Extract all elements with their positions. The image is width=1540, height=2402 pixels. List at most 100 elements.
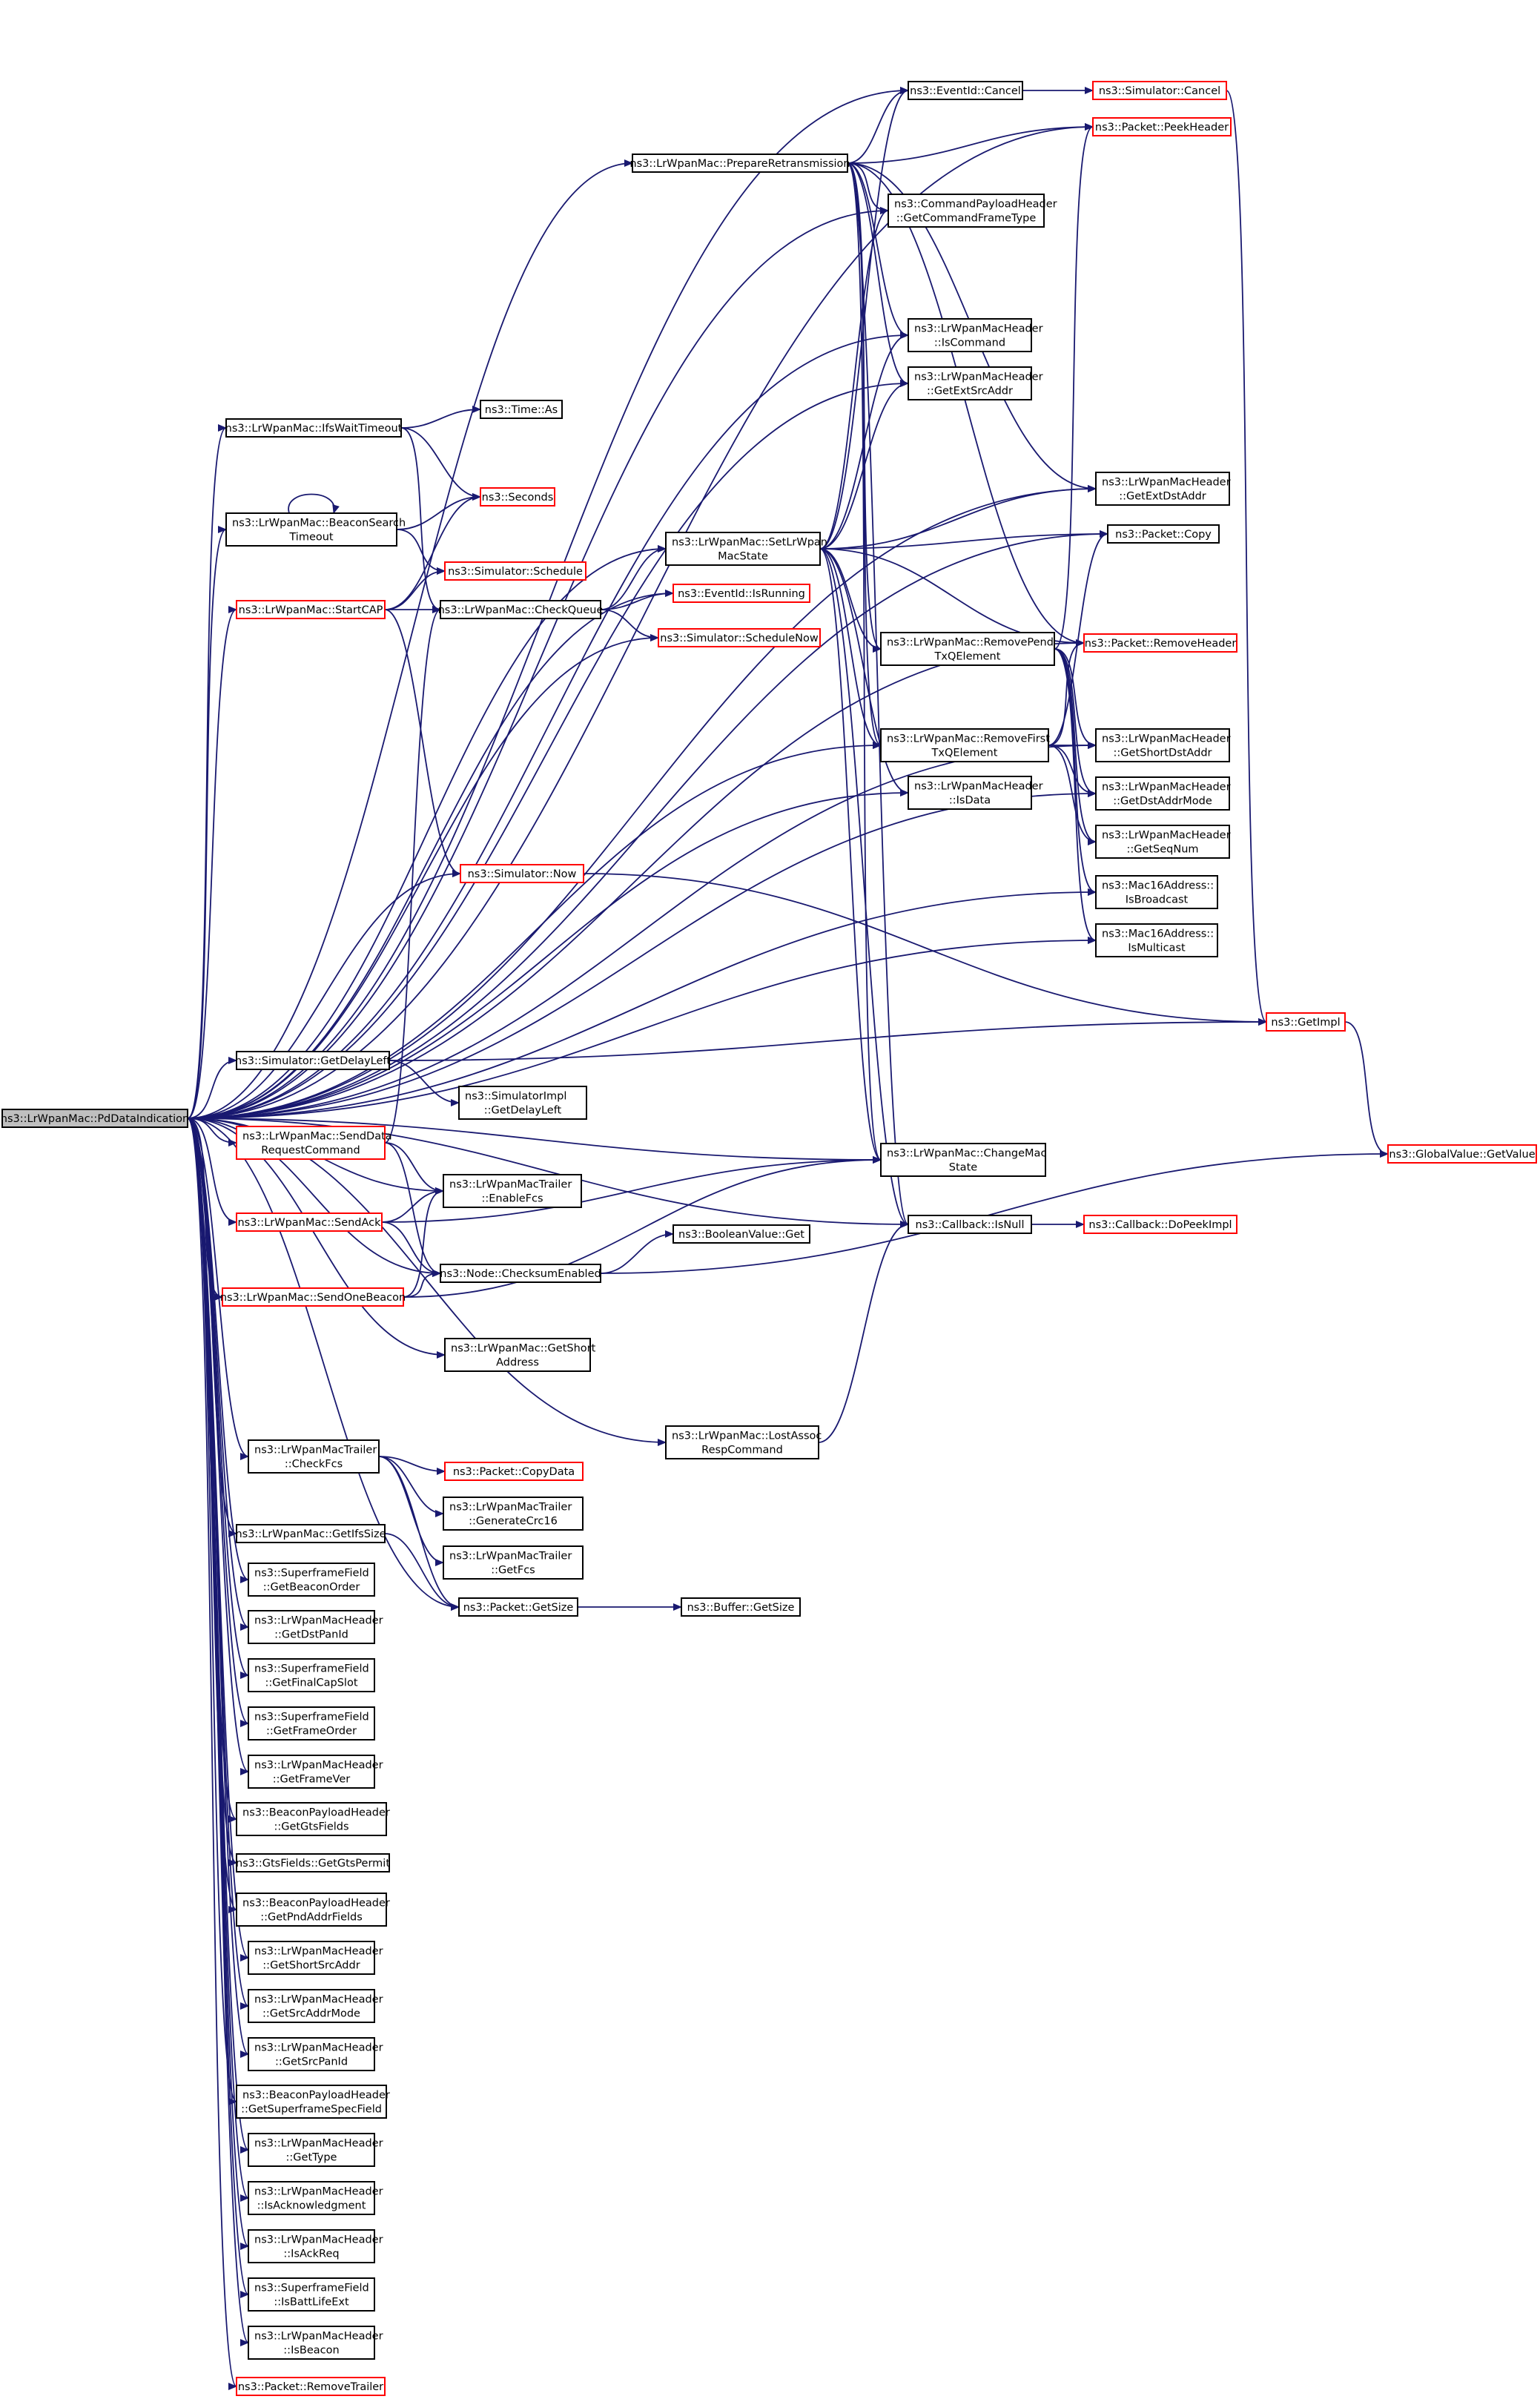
call-edge-setLrWpanMacState-to-isData: [819, 548, 909, 796]
function-node-label: ns3::Simulator::Cancel: [1099, 85, 1220, 97]
function-node-getFcs[interactable]: ns3::LrWpanMacTrailer::GetFcs: [443, 1545, 584, 1580]
function-node-label: ns3::Packet::RemoveTrailer: [238, 2381, 383, 2393]
call-edge-pdDataIndication-to-sendAck: [187, 1118, 237, 1226]
function-node-getDstAddrMode[interactable]: ns3::LrWpanMacHeader::GetDstAddrMode: [1095, 776, 1231, 811]
function-node-getFrameVer[interactable]: ns3::LrWpanMacHeader::GetFrameVer: [248, 1755, 383, 1789]
call-edge-sendAck-to-changeMacState: [381, 1156, 882, 1223]
function-node-callbackIsNull[interactable]: ns3::Callback::IsNull: [908, 1215, 1032, 1234]
function-node-box: [236, 1524, 386, 1543]
function-node-isMulticast[interactable]: ns3::Mac16Address::IsMulticast: [1095, 923, 1218, 957]
function-node-getSeqNum[interactable]: ns3::LrWpanMacHeader::GetSeqNum: [1095, 825, 1231, 859]
function-node-label: ns3::Mac16Address::: [1102, 880, 1214, 892]
function-node-isAcknowledgment[interactable]: ns3::LrWpanMacHeader::IsAcknowledgment: [248, 2181, 383, 2215]
function-node-packetRemoveHeader[interactable]: ns3::Packet::RemoveHeader: [1083, 633, 1237, 653]
call-edge-pdDataIndication-to-checksumEnabled: [187, 1118, 441, 1277]
call-edge-removePendTxQElement-to-packetPeekHeader: [1054, 123, 1094, 650]
function-node-getImpl[interactable]: ns3::GetImpl: [1266, 1012, 1346, 1032]
call-edge-checkQueue-to-eventIdIsRunning: [600, 590, 674, 610]
function-node-sendOneBeacon[interactable]: ns3::LrWpanMac::SendOneBeacon: [220, 1287, 406, 1307]
function-node-startCAP[interactable]: ns3::LrWpanMac::StartCAP: [236, 600, 386, 619]
function-node-getGtsPermit[interactable]: ns3::GtsFields::GetGtsPermit: [236, 1853, 390, 1873]
function-node-sendAck[interactable]: ns3::LrWpanMac::SendAck: [236, 1212, 383, 1232]
function-node-checkFcs[interactable]: ns3::LrWpanMacTrailer::CheckFcs: [248, 1439, 380, 1474]
function-node-getSrcAddrMode[interactable]: ns3::LrWpanMacHeader::GetSrcAddrMode: [248, 1989, 383, 2023]
function-node-isData[interactable]: ns3::LrWpanMacHeader::IsData: [908, 776, 1043, 810]
function-node-simulatorImplGetDelayLeft[interactable]: ns3::SimulatorImpl::GetDelayLeft: [458, 1086, 587, 1120]
function-node-simulatorSchedule[interactable]: ns3::Simulator::Schedule: [444, 561, 586, 581]
function-node-simulatorGetDelayLeft[interactable]: ns3::Simulator::GetDelayLeft: [235, 1051, 391, 1070]
function-node-box: [658, 628, 821, 647]
function-node-pdDataIndication[interactable]: ns3::LrWpanMac::PdDataIndication: [1, 1109, 189, 1128]
function-node-enableFcs[interactable]: ns3::LrWpanMacTrailer::EnableFcs: [443, 1174, 582, 1208]
function-node-packetCopyData[interactable]: ns3::Packet::CopyData: [444, 1462, 584, 1481]
function-node-label: ns3::SuperframeField: [254, 1663, 369, 1675]
function-node-packetPeekHeader[interactable]: ns3::Packet::PeekHeader: [1092, 117, 1232, 136]
function-node-isAckReq[interactable]: ns3::LrWpanMacHeader::IsAckReq: [248, 2229, 383, 2263]
function-node-bufferGetSize[interactable]: ns3::Buffer::GetSize: [681, 1597, 801, 1617]
function-node-label: ns3::LrWpanMacHeader: [914, 323, 1043, 335]
function-node-ifsWaitTimeout[interactable]: ns3::LrWpanMac::IfsWaitTimeout: [225, 418, 403, 438]
function-node-getFrameOrder[interactable]: ns3::SuperframeField::GetFrameOrder: [248, 1706, 375, 1741]
function-node-label: ::GetSeqNum: [1126, 844, 1198, 856]
function-node-isBroadcast[interactable]: ns3::Mac16Address::IsBroadcast: [1095, 875, 1218, 909]
function-node-getDstPanId[interactable]: ns3::LrWpanMacHeader::GetDstPanId: [248, 1610, 383, 1644]
call-edge-pdDataIndication-to-setLrWpanMacState: [187, 545, 667, 1119]
function-node-getSrcPanId[interactable]: ns3::LrWpanMacHeader::GetSrcPanId: [248, 2037, 383, 2071]
function-node-simulatorCancel[interactable]: ns3::Simulator::Cancel: [1092, 81, 1227, 100]
function-node-label: ns3::LrWpanMacHeader: [254, 2138, 383, 2150]
function-node-prepareRetransmission[interactable]: ns3::LrWpanMac::PrepareRetransmission: [629, 154, 850, 173]
function-node-getGtsFields[interactable]: ns3::BeaconPayloadHeader::GetGtsFields: [236, 1802, 390, 1836]
function-node-booleanValueGet[interactable]: ns3::BooleanValue::Get: [672, 1224, 810, 1244]
function-node-label: ns3::LrWpanMac::CheckQueue: [438, 604, 604, 616]
function-node-box: [880, 728, 1049, 762]
function-node-label: ::GetType: [286, 2152, 337, 2164]
function-node-label: ns3::Simulator::GetDelayLeft: [235, 1055, 391, 1067]
function-node-globalValueGetValue[interactable]: ns3::GlobalValue::GetValue: [1387, 1144, 1537, 1164]
function-node-packetCopy[interactable]: ns3::Packet::Copy: [1107, 524, 1220, 544]
function-node-seconds[interactable]: ns3::Seconds: [480, 487, 555, 507]
function-node-isBeacon[interactable]: ns3::LrWpanMacHeader::IsBeacon: [248, 2326, 383, 2360]
function-node-getExtSrcAddr[interactable]: ns3::LrWpanMacHeader::GetExtSrcAddr: [908, 366, 1043, 400]
function-node-getCommandFrameType[interactable]: ns3::CommandPayloadHeader::GetCommandFra…: [888, 194, 1057, 228]
function-node-box: [1, 1109, 188, 1128]
function-node-getShortSrcAddr[interactable]: ns3::LrWpanMacHeader::GetShortSrcAddr: [248, 1941, 383, 1975]
function-node-getType[interactable]: ns3::LrWpanMacHeader::GetType: [248, 2133, 383, 2167]
function-node-box: [248, 2229, 375, 2263]
function-node-box: [1092, 81, 1227, 100]
function-node-getFinalCapSlot[interactable]: ns3::SuperframeField::GetFinalCapSlot: [248, 1658, 375, 1692]
function-node-label: ns3::LrWpanMacHeader: [1102, 477, 1231, 489]
function-node-generateCrc16[interactable]: ns3::LrWpanMacTrailer::GenerateCrc16: [443, 1497, 584, 1531]
function-node-packetRemoveTrailer[interactable]: ns3::Packet::RemoveTrailer: [236, 2377, 386, 2396]
function-node-eventIdIsRunning[interactable]: ns3::EventId::IsRunning: [672, 584, 810, 603]
function-node-getBeaconOrder[interactable]: ns3::SuperframeField::GetBeaconOrder: [248, 1563, 375, 1597]
function-node-getExtDstAddr[interactable]: ns3::LrWpanMacHeader::GetExtDstAddr: [1095, 472, 1231, 506]
function-node-isBattLifeExt[interactable]: ns3::SuperframeField::IsBattLifeExt: [248, 2277, 375, 2312]
function-node-getPndAddrFields[interactable]: ns3::BeaconPayloadHeader::GetPndAddrFiel…: [236, 1893, 390, 1927]
function-node-eventIdCancel[interactable]: ns3::EventId::Cancel: [908, 81, 1023, 100]
function-node-getIfsSize[interactable]: ns3::LrWpanMac::GetIfsSize: [235, 1524, 386, 1543]
function-node-simulatorNow[interactable]: ns3::Simulator::Now: [460, 864, 584, 883]
call-edge-pdDataIndication-to-getExtSrcAddr: [187, 380, 909, 1119]
call-edge-pdDataIndication-to-getShortAddress: [187, 1118, 446, 1359]
function-node-isCommand[interactable]: ns3::LrWpanMacHeader::IsCommand: [908, 318, 1043, 352]
call-edge-pdDataIndication-to-startCAP: [187, 606, 237, 1119]
function-node-checksumEnabled[interactable]: ns3::Node::ChecksumEnabled: [440, 1264, 601, 1283]
call-edge-startCAP-to-simulatorSchedule: [384, 567, 446, 610]
function-node-checkQueue[interactable]: ns3::LrWpanMac::CheckQueue: [438, 600, 604, 619]
function-node-packetGetSize[interactable]: ns3::Packet::GetSize: [458, 1597, 578, 1617]
function-node-timeAs[interactable]: ns3::Time::As: [480, 400, 563, 419]
function-node-box: [1387, 1144, 1537, 1164]
function-node-getShortDstAddr[interactable]: ns3::LrWpanMacHeader::GetShortDstAddr: [1095, 728, 1231, 762]
function-node-callbackDoPeekImpl[interactable]: ns3::Callback::DoPeekImpl: [1083, 1215, 1237, 1234]
function-node-getSuperframeSpecField[interactable]: ns3::BeaconPayloadHeader::GetSuperframeS…: [236, 2085, 390, 2119]
function-node-simulatorScheduleNow[interactable]: ns3::Simulator::ScheduleNow: [658, 628, 821, 647]
